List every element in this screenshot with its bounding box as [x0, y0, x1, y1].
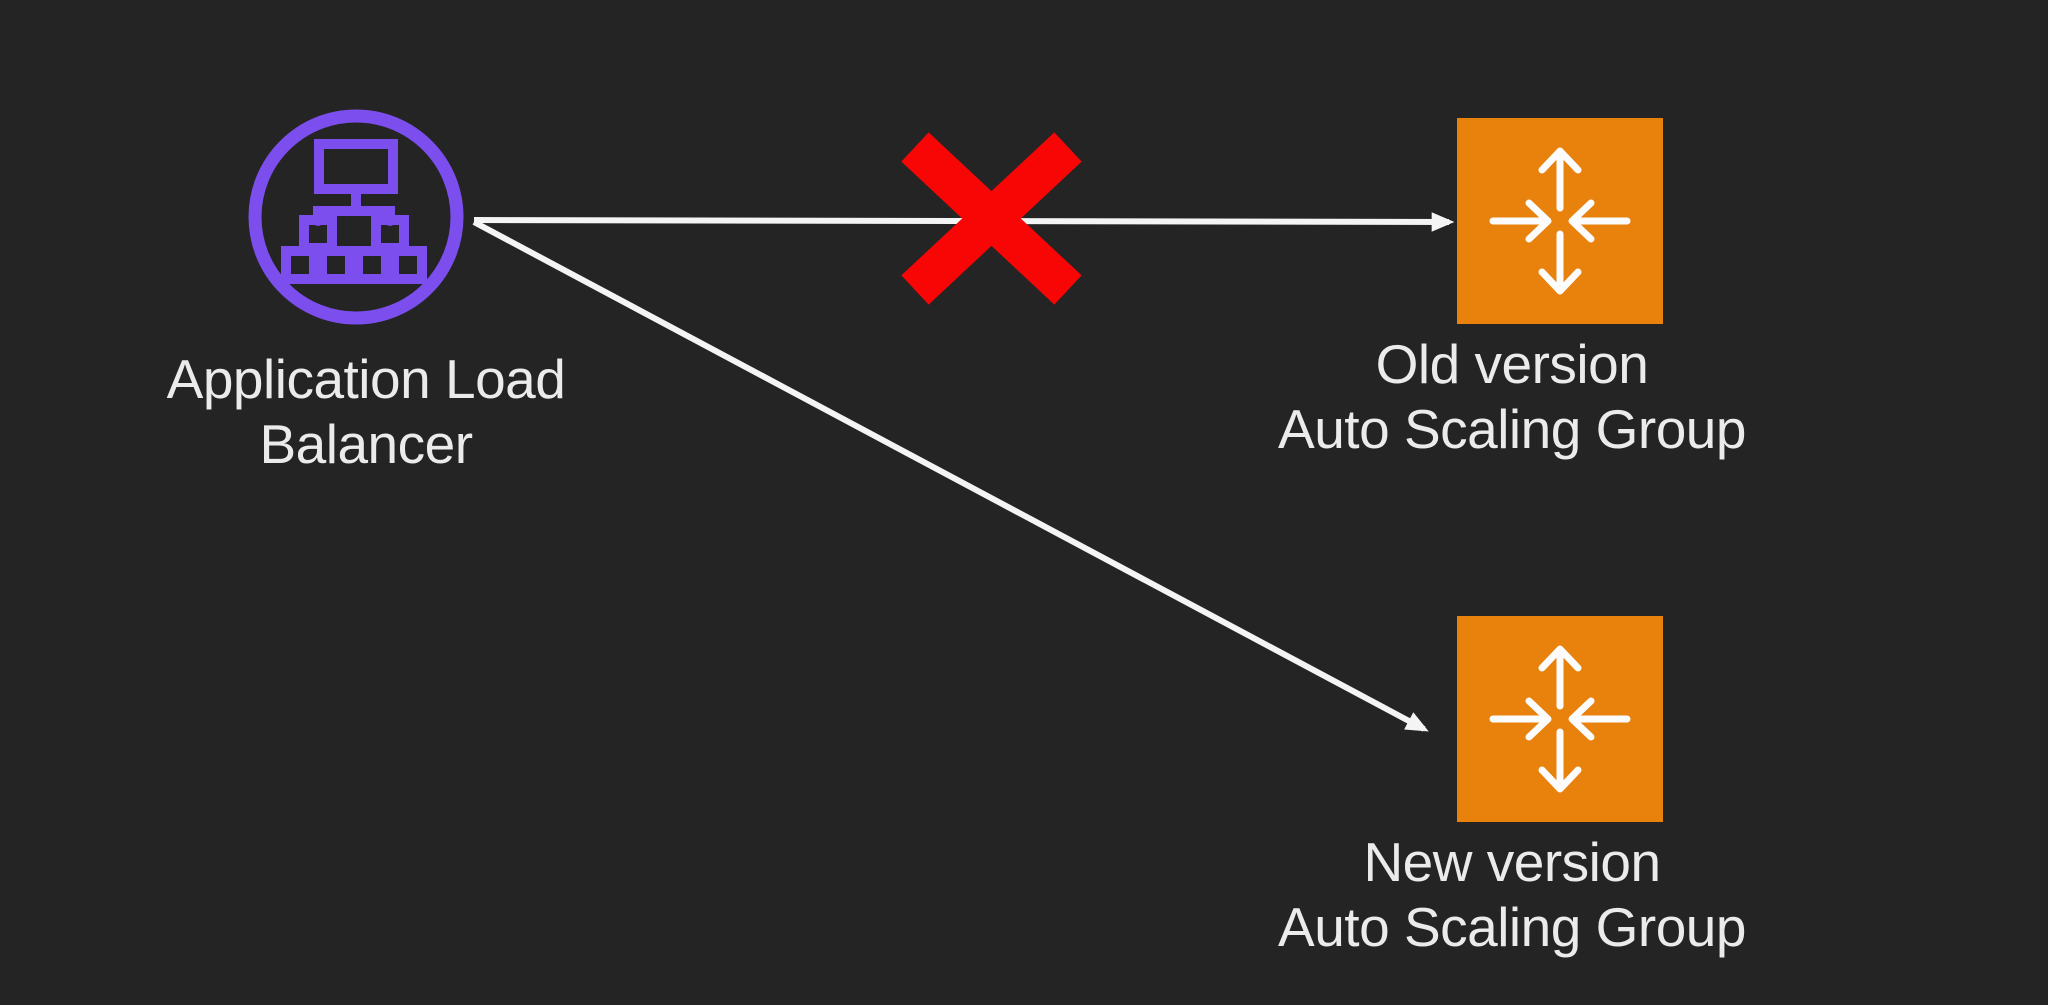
alb-label-line2: Balancer — [259, 413, 473, 475]
asg-arrow-right-in — [1568, 199, 1631, 243]
alb-circle — [248, 109, 464, 325]
auto-scaling-icon — [1457, 118, 1663, 324]
auto-scaling-glyph — [1489, 645, 1631, 793]
new-asg-label-line2: Auto Scaling Group — [1278, 896, 1746, 958]
red-x-stroke-2 — [901, 132, 1082, 305]
red-x-icon — [901, 132, 1082, 305]
old-asg-label-line1: Old version — [1375, 333, 1649, 395]
alb-node-square — [281, 246, 319, 284]
load-balancer-glyph — [248, 109, 464, 325]
alb-node-square — [389, 246, 427, 284]
asg-arrow-left-in — [1489, 697, 1552, 741]
alb-node-square — [353, 246, 391, 284]
alb-node-square — [371, 215, 409, 253]
old-asg-label: Old version Auto Scaling Group — [1132, 332, 1892, 462]
load-balancer-icon — [248, 109, 464, 325]
asg-arrow-right-in — [1568, 697, 1631, 741]
alb-node-square — [317, 246, 355, 284]
alb-monitor-rect — [314, 139, 398, 194]
old-asg-label-line2: Auto Scaling Group — [1278, 398, 1746, 460]
asg-arrow-up — [1538, 645, 1582, 710]
new-asg-label-line1: New version — [1363, 831, 1661, 893]
alb-label-line1: Application Load — [166, 348, 566, 410]
alb-label: Application Load Balancer — [0, 347, 746, 477]
asg-arrow-down — [1538, 728, 1582, 793]
asg-arrow-up — [1538, 147, 1582, 212]
alb-node-square — [299, 215, 337, 253]
asg-arrow-left-in — [1489, 199, 1552, 243]
auto-scaling-icon — [1457, 616, 1663, 822]
asg-arrow-down — [1538, 230, 1582, 295]
alb-network-tree — [281, 139, 427, 284]
arrow-alb-to-new-asg — [472, 219, 1429, 732]
new-asg-label: New version Auto Scaling Group — [1132, 830, 1892, 960]
auto-scaling-glyph — [1489, 147, 1631, 295]
